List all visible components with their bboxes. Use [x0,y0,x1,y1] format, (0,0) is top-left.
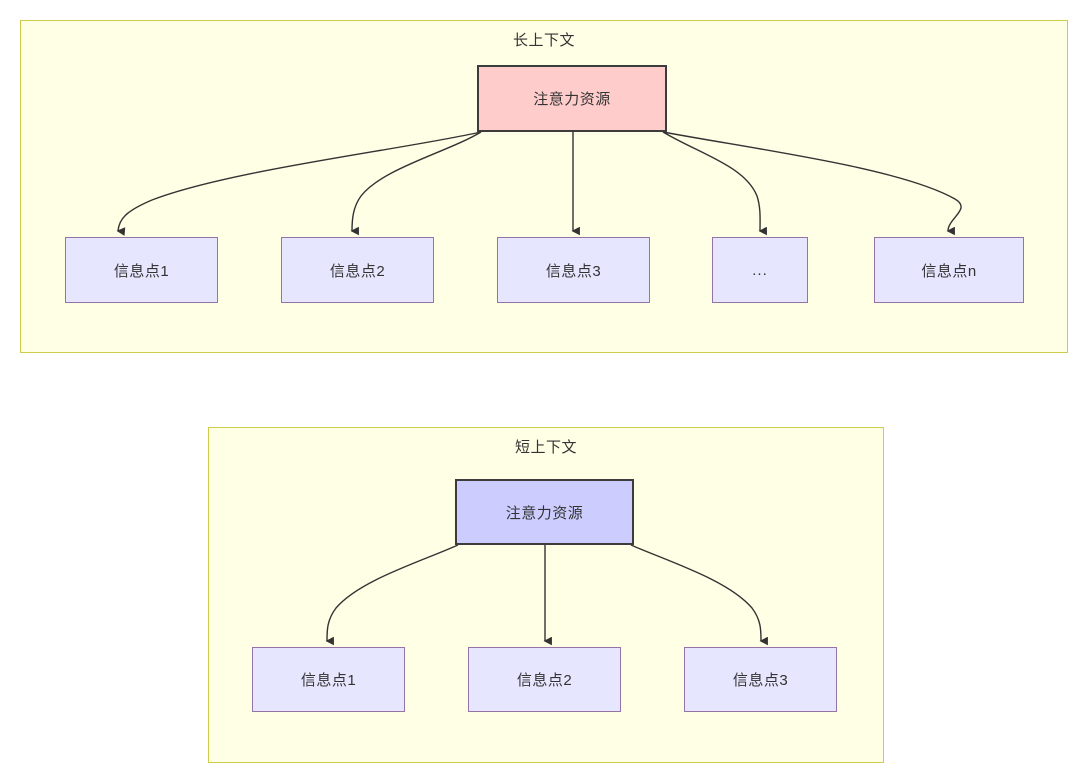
info-node-long-context-2[interactable]: 信息点2 [281,237,434,303]
info-node-long-context-1[interactable]: 信息点1 [65,237,218,303]
info-node-long-context-3[interactable]: 信息点3 [497,237,650,303]
info-node-short-context-1[interactable]: 信息点1 [252,647,405,712]
attention-node-short-context[interactable]: 注意力资源 [455,479,634,545]
container-short-context [208,427,884,763]
attention-node-long-context[interactable]: 注意力资源 [477,65,667,132]
info-node-short-context-3[interactable]: 信息点3 [684,647,837,712]
container-title-short-context: 短上下文 [514,439,577,456]
info-node-ellipsis-long-context[interactable]: ... [712,237,808,303]
info-node-short-context-2[interactable]: 信息点2 [468,647,621,712]
container-title-long-context: 长上下文 [512,32,575,49]
info-node-long-context-5[interactable]: 信息点n [874,237,1024,303]
